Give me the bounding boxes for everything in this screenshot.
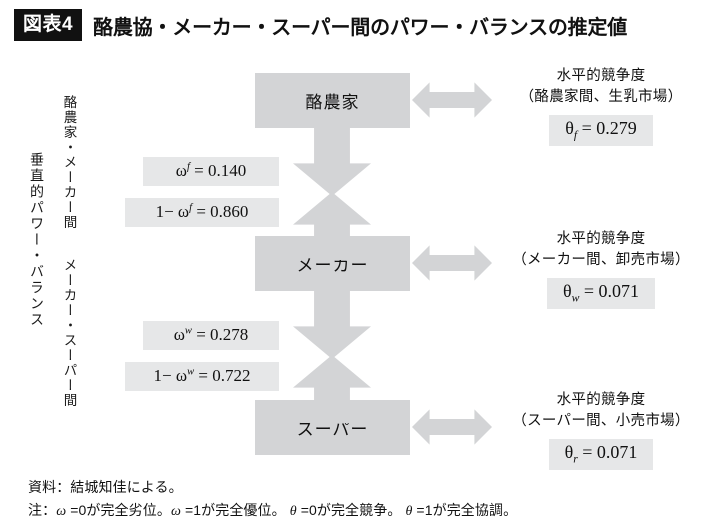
competition-group-maker: 水平的競争度 （メーカー間、卸売市場） θw = 0.071 bbox=[497, 229, 705, 309]
vertical-label-farmer-maker: 酪農家・メーカー間 bbox=[61, 95, 77, 230]
theta-chip-super: θr = 0.071 bbox=[548, 439, 654, 470]
competition-subheading: （メーカー間、卸売市場） bbox=[512, 252, 690, 269]
arrow-horizontal-maker bbox=[412, 245, 492, 281]
figure-title-row: 図表4 酪農協・メーカー・スーパー間のパワー・バランスの推定値 bbox=[14, 9, 627, 41]
omega-chip-w-share: ωw = 0.278 bbox=[143, 321, 279, 350]
competition-heading: 水平的競争度 bbox=[556, 68, 646, 84]
source-note: 資料：結城知佳による。 bbox=[28, 479, 183, 495]
theta-chip-maker: θw = 0.071 bbox=[546, 278, 656, 309]
theta-chip-farmer: θf = 0.279 bbox=[549, 115, 653, 146]
arrow-horizontal-super bbox=[412, 409, 492, 445]
arrow-horizontal-farmer bbox=[412, 82, 492, 118]
omega-chip-w-complement: 1− ωw = 0.722 bbox=[125, 362, 279, 391]
competition-subheading: （酪農家間、生乳市場） bbox=[519, 89, 683, 106]
omega-chip-f-share: ωf = 0.140 bbox=[143, 157, 279, 186]
vertical-label-maker-super: メーカー・スーパー間 bbox=[61, 258, 77, 408]
competition-subheading: （スーパー間、小売市場） bbox=[512, 413, 690, 430]
competition-heading: 水平的競争度 bbox=[556, 231, 646, 247]
competition-group-super: 水平的競争度 （スーパー間、小売市場） θr = 0.071 bbox=[497, 390, 705, 470]
omega-chip-f-complement: 1− ωf = 0.860 bbox=[125, 198, 279, 227]
explanatory-note: 注：ω =0が完全劣位。ω =1が完全優位。 θ =0が完全競争。 θ =1が完… bbox=[28, 502, 518, 519]
competition-group-farmer: 水平的競争度 （酪農家間、生乳市場） θf = 0.279 bbox=[497, 66, 705, 146]
competition-heading: 水平的競争度 bbox=[556, 392, 646, 408]
figure-number-badge: 図表4 bbox=[14, 9, 83, 41]
arrow-down-maker-to-super bbox=[293, 291, 371, 359]
node-box-farmer: 酪農家 bbox=[255, 73, 410, 128]
vertical-axis-label-outer: 垂直的パワー・バランス bbox=[29, 152, 45, 328]
page-title: 酪農協・メーカー・スーパー間のパワー・バランスの推定値 bbox=[93, 16, 628, 39]
arrow-down-farmer-to-maker bbox=[293, 128, 371, 196]
